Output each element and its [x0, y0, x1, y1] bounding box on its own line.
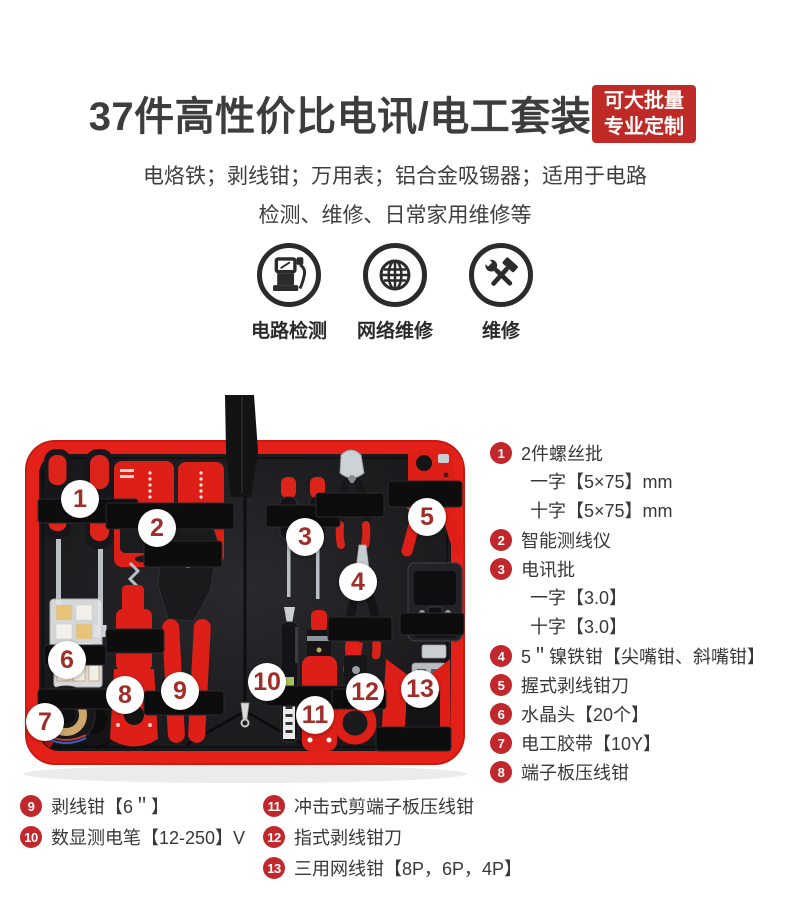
photo-marker-11: 11 [296, 696, 334, 734]
parts-list-right: 1 2件螺丝批 一字【5×75】mm 十字【5×75】mm 2 智能测线仪 3 … [490, 442, 788, 790]
list-item-2: 2 智能测线仪 [490, 529, 788, 551]
list-item-11: 11 冲击式剪端子板压线钳 [263, 795, 563, 817]
item-number-badge: 6 [490, 703, 512, 725]
photo-marker-2: 2 [138, 509, 176, 547]
item-label: 握式剥线钳刀 [521, 676, 629, 696]
list-item-8: 8 端子板压线钳 [490, 761, 788, 783]
list-item-5: 5 握式剥线钳刀 [490, 674, 788, 696]
item-subline: 十字【5×75】mm [530, 501, 673, 521]
item-number-badge: 11 [263, 795, 285, 817]
item-number-badge: 10 [20, 826, 42, 848]
parts-list-bottom-right: 11 冲击式剪端子板压线钳 12 指式剥线钳刀 13 三用网线钳【8P，6P，4… [263, 795, 563, 888]
item-subline: 十字【3.0】 [530, 617, 628, 637]
photo-marker-9: 9 [161, 672, 199, 710]
item-number-badge: 13 [263, 857, 285, 879]
subtitle-line-2: 检测、维修、日常家用维修等 [258, 204, 532, 227]
photo-marker-7: 7 [26, 703, 64, 741]
item-label: 水晶头【20个】 [521, 705, 650, 725]
feature-label: 维修 [481, 321, 520, 342]
item-label: 三用网线钳【8P，6P，4P】 [294, 859, 523, 879]
item-number-badge: 3 [490, 558, 512, 580]
case-handle-tab [225, 395, 258, 497]
list-item-3: 3 电讯批 [490, 558, 788, 580]
list-item-4: 4 5＂镍铁钳【尖嘴钳、斜嘴钳】 [490, 645, 788, 667]
item-number-badge: 1 [490, 442, 512, 464]
item-label: 2件螺丝批 [521, 444, 604, 464]
badge-line-1: 可大批量 [604, 90, 684, 112]
zipper-pull [240, 702, 250, 728]
photo-marker-8: 8 [106, 676, 144, 714]
item-label: 剥线钳【6＂】 [51, 797, 170, 817]
network-globe-icon [363, 243, 427, 307]
feature-circuit-test: 电路检测 [236, 243, 342, 343]
item-label: 冲击式剪端子板压线钳 [294, 797, 474, 817]
feature-repair: 维修 [448, 243, 554, 343]
item-number-badge: 12 [263, 826, 285, 848]
photo-marker-12: 12 [346, 673, 384, 711]
feature-label: 网络维修 [356, 321, 433, 342]
list-item-1: 1 2件螺丝批 [490, 442, 788, 464]
item-number-badge: 5 [490, 674, 512, 696]
feature-label: 电路检测 [250, 321, 327, 342]
item-number-badge: 9 [20, 795, 42, 817]
photo-marker-4: 4 [339, 563, 377, 601]
item-label: 指式剥线钳刀 [294, 828, 402, 848]
photo-marker-10: 10 [248, 663, 286, 701]
item-number-badge: 7 [490, 732, 512, 754]
item-label: 电工胶带【10Y】 [521, 734, 662, 754]
photo-marker-3: 3 [286, 518, 324, 556]
page-title: 37件高性价比电讯/电工套装 [88, 95, 592, 139]
circuit-test-icon [257, 243, 321, 307]
item-label: 5＂镍铁钳【尖嘴钳、斜嘴钳】 [521, 647, 766, 667]
list-item-9: 9 剥线钳【6＂】 [20, 795, 260, 817]
toolkit-photo: 1 2 3 4 5 6 7 8 9 10 11 12 13 [10, 393, 480, 793]
item-subline: 一字【5×75】mm [530, 472, 673, 492]
feature-icons-row: 电路检测 网络维修 [0, 243, 790, 343]
custom-order-badge: 可大批量 专业定制 [592, 85, 696, 143]
item-number-badge: 8 [490, 761, 512, 783]
photo-marker-6: 6 [48, 641, 86, 679]
item-number-badge: 4 [490, 645, 512, 667]
item-label: 数显测电笔【12-250】V [51, 828, 246, 848]
badge-line-2: 专业定制 [604, 116, 684, 138]
subtitle: 电烙铁；剥线钳；万用表；铝合金吸锡器；适用于电路 检测、维修、日常家用维修等 [0, 157, 790, 235]
item-subline: 一字【3.0】 [530, 588, 628, 608]
photo-marker-1: 1 [61, 480, 99, 518]
item-label: 电讯批 [521, 560, 575, 580]
item-label: 端子板压线钳 [521, 763, 629, 783]
subtitle-line-1: 电烙铁；剥线钳；万用表；铝合金吸锡器；适用于电路 [143, 165, 647, 188]
toolkit-photo-illustration [23, 395, 467, 783]
list-item-10: 10 数显测电笔【12-250】V [20, 826, 260, 848]
parts-list-bottom-left: 9 剥线钳【6＂】 10 数显测电笔【12-250】V [20, 795, 260, 857]
repair-tools-icon [469, 243, 533, 307]
list-item-7: 7 电工胶带【10Y】 [490, 732, 788, 754]
list-item-6: 6 水晶头【20个】 [490, 703, 788, 725]
list-item-12: 12 指式剥线钳刀 [263, 826, 563, 848]
photo-marker-5: 5 [408, 498, 446, 536]
photo-marker-13: 13 [401, 670, 439, 708]
test-pen-photo [280, 607, 299, 743]
item-number-badge: 2 [490, 529, 512, 551]
item-label: 智能测线仪 [521, 531, 611, 551]
list-item-13: 13 三用网线钳【8P，6P，4P】 [263, 857, 563, 879]
feature-network-repair: 网络维修 [342, 243, 448, 343]
